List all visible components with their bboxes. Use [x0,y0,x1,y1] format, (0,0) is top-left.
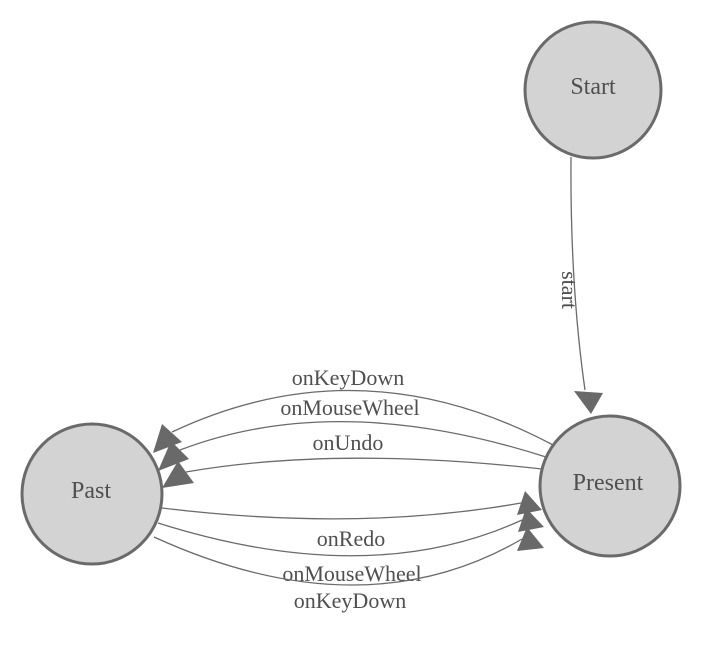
node-past-circle [20,422,164,566]
node-present-label: Present [573,470,644,496]
node-start-circle [523,20,663,160]
edge-present-to-past-onundo-line [185,457,543,473]
edge-present-to-past-onkeydown: onKeyDown [153,365,554,453]
node-start-label: Start [570,74,616,100]
edge-label-onkeydown-bottom: onKeyDown [294,588,406,613]
edge-past-to-present-onmousewheel-line [157,519,523,557]
arrowhead-into-past-1 [153,424,182,453]
edge-present-to-past-onundo: onUndo [162,430,543,488]
edge-label-onmousewheel-top: onMouseWheel [280,395,419,420]
arrowhead-into-present-top [574,391,603,414]
edge-start-to-present: start [557,156,603,414]
node-past-label: Past [71,478,111,504]
edge-past-to-present-onredo-line [161,502,522,520]
edge-label-onkeydown-top: onKeyDown [292,365,404,390]
edge-label-onundo: onUndo [313,430,384,455]
node-start: Start [523,20,663,160]
node-present-circle [538,414,682,558]
edge-start-to-present-line [570,156,586,391]
edge-present-to-past-onmousewheel-line [179,421,547,458]
arrowhead-into-present-2 [518,508,544,532]
edge-present-to-past-onkeydown-line [171,389,554,446]
edge-present-to-past-onmousewheel: onMouseWheel [158,395,547,471]
arrowhead-into-past-2 [158,441,189,471]
node-past: Past [20,422,164,566]
arrowhead-into-present-1 [517,491,542,515]
edge-label-start: start [557,271,582,309]
edge-label-onredo: onRedo [317,526,385,551]
edge-past-to-present-onredo: onRedo [161,491,542,551]
arrowhead-into-past-3 [162,461,194,488]
edge-past-to-present-onkeydown: onKeyDown [153,527,544,613]
edge-past-to-present-onkeydown-line [153,536,523,586]
node-present: Present [538,414,682,558]
arrowhead-into-present-3 [517,527,544,551]
